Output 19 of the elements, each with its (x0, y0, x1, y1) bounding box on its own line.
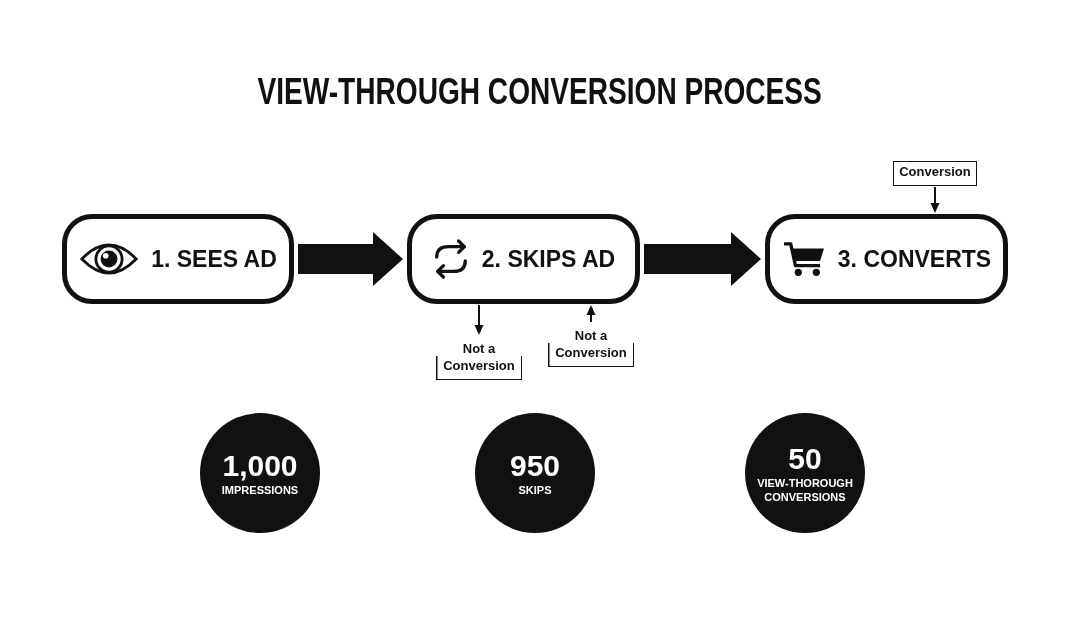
stat-value: 50 (788, 442, 822, 476)
block-arrow (644, 232, 761, 286)
stat-value: 1,000 (222, 449, 298, 483)
process-box (407, 214, 640, 304)
step-label: 2. SKIPS AD (481, 245, 616, 273)
stat-label: IMPRESSIONS (220, 483, 300, 497)
callout-label: Conversion (893, 161, 977, 186)
block-arrow (298, 232, 403, 286)
stat-label: VIEW-THOROUGH CONVERSIONS (756, 476, 854, 504)
stat-label: SKIPS (517, 483, 553, 497)
arrow (474, 304, 484, 335)
arrow (930, 186, 940, 213)
step-label: 3. CONVERTS (837, 245, 992, 273)
arrow (586, 305, 596, 323)
diagram-title: VIEW-THROUGH CONVERSION PROCESS (257, 70, 823, 114)
process-box (765, 214, 1008, 304)
step-label: 1. SEES AD (151, 245, 277, 273)
stat-value: 950 (509, 449, 561, 483)
process-box (62, 214, 294, 304)
